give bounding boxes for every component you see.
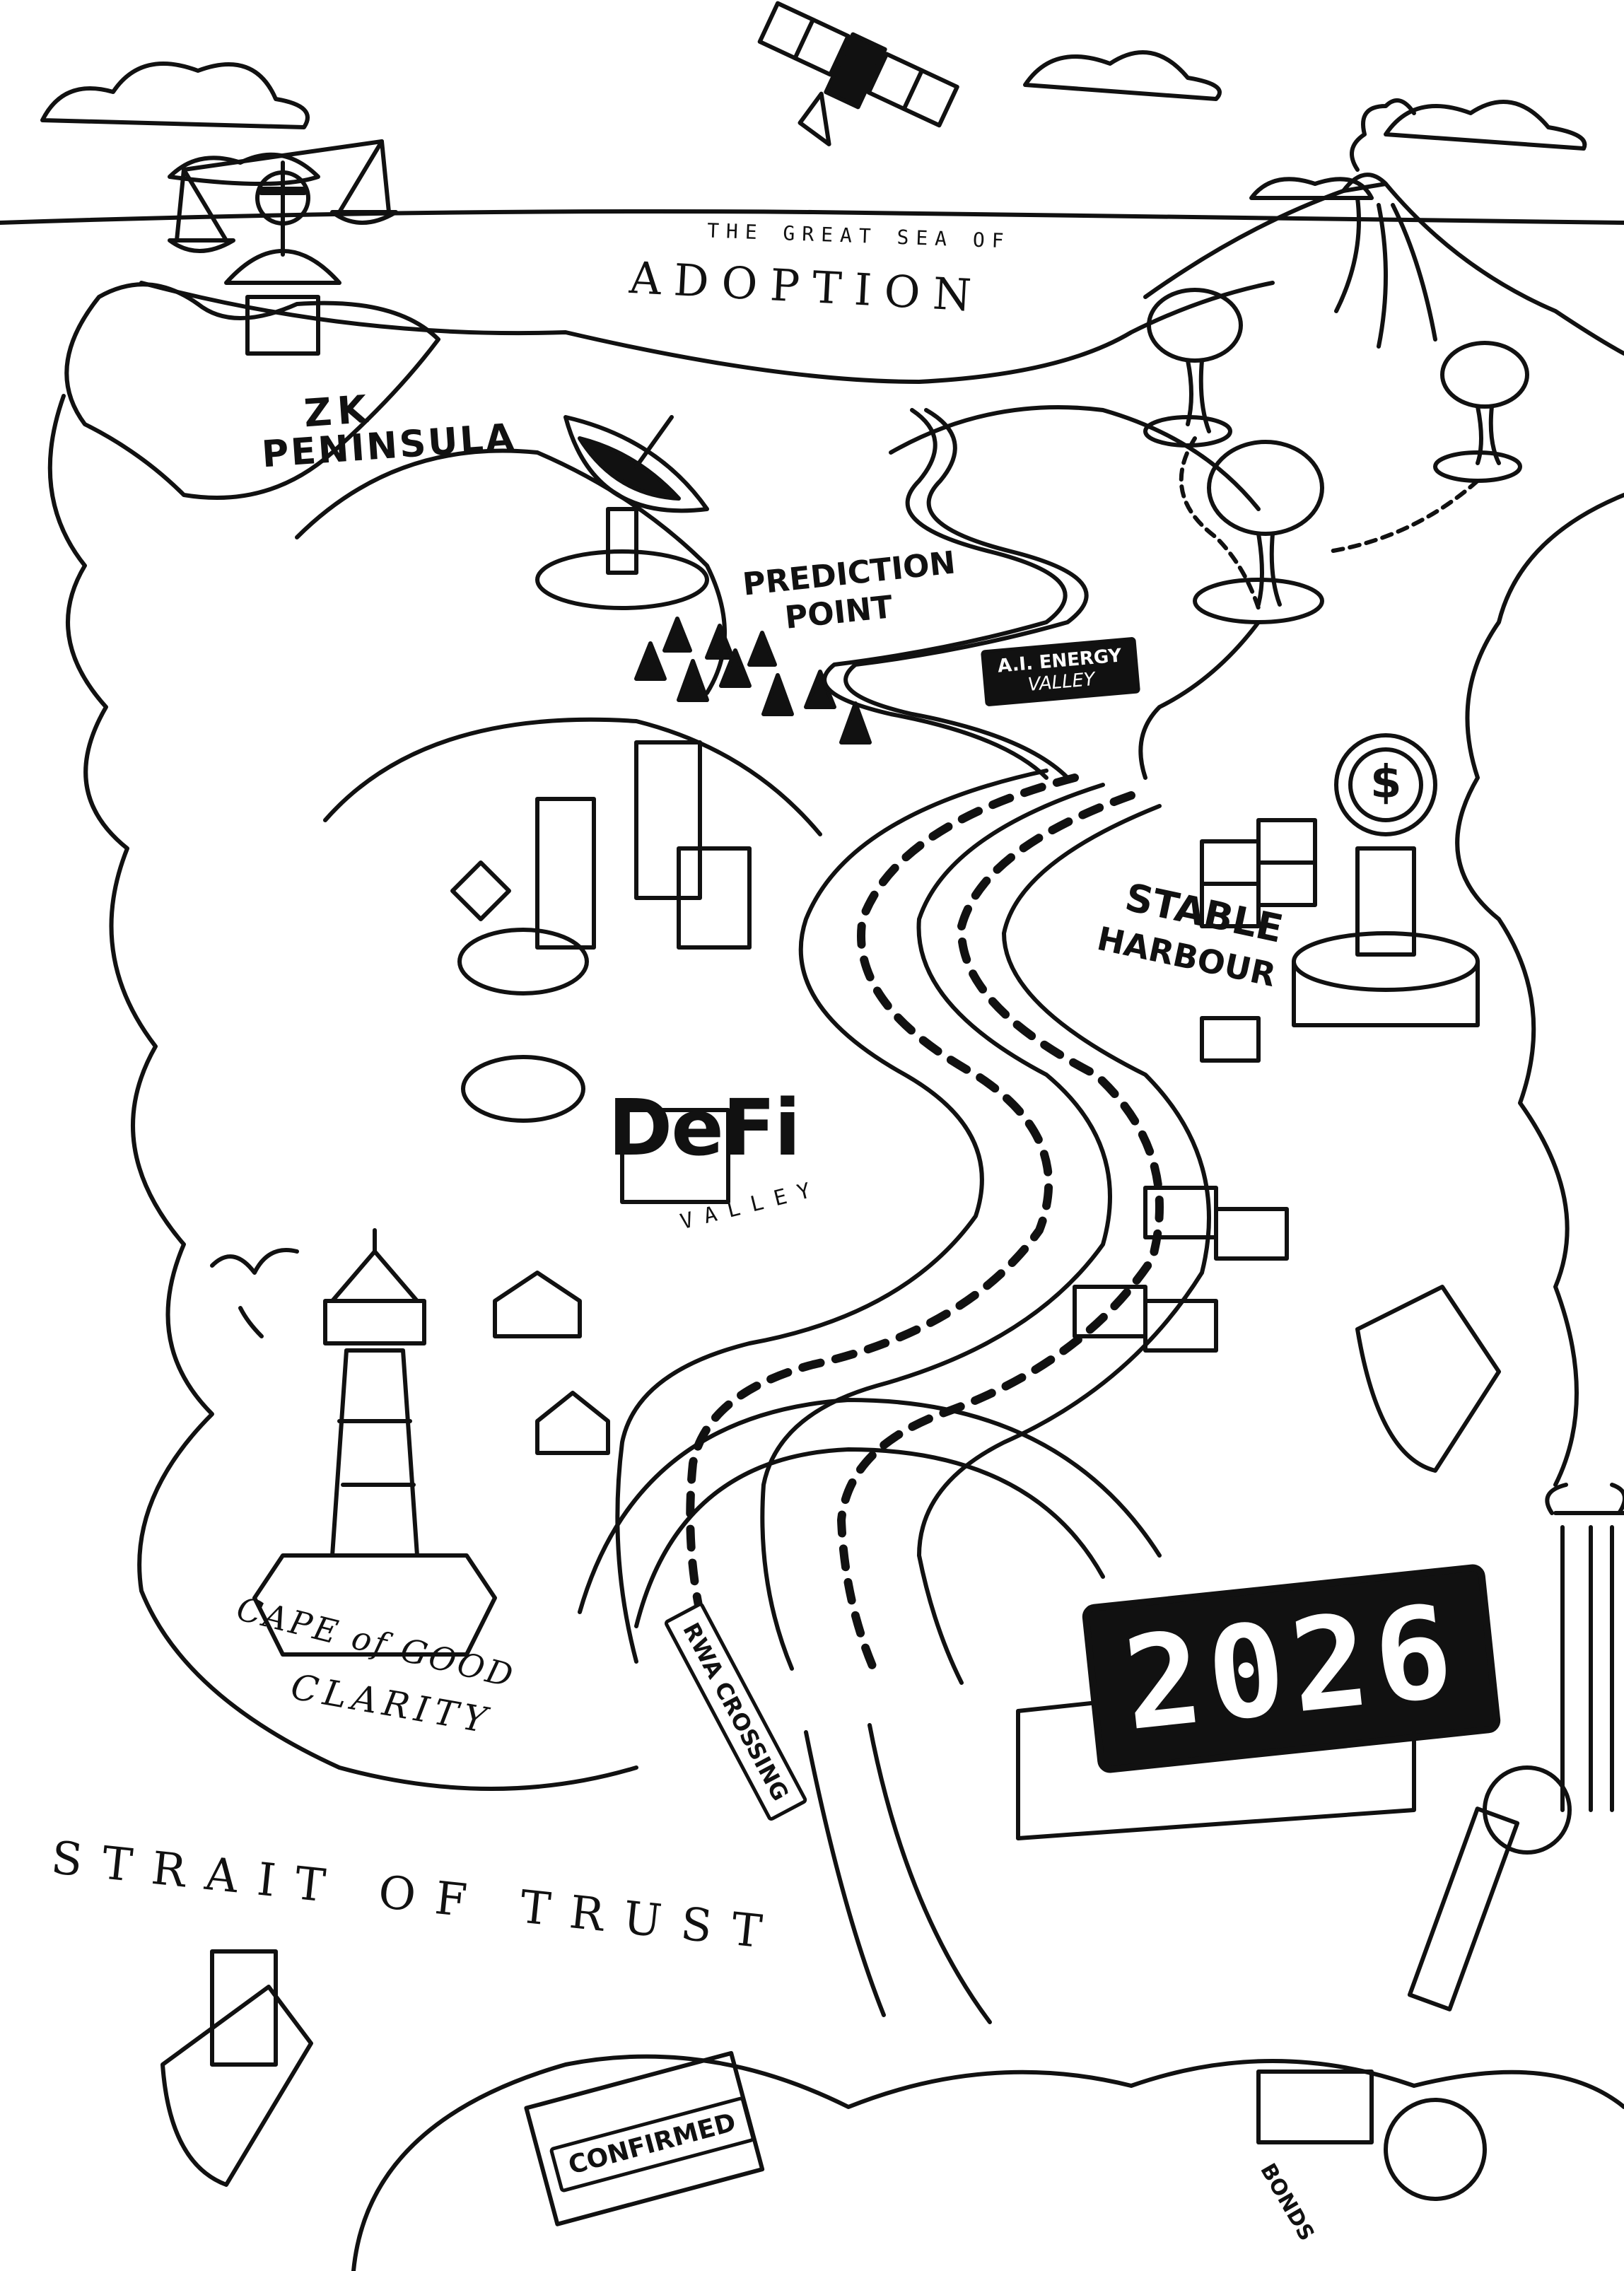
main-highway <box>615 769 1211 1685</box>
clouds <box>40 50 1587 200</box>
container-ship-icon <box>160 1285 1501 2187</box>
seagull-icon <box>210 1248 299 1338</box>
greek-column <box>1545 1483 1624 1812</box>
dollar-coin-icon <box>1292 733 1480 1027</box>
rwa-arch <box>578 1398 1162 2024</box>
houses <box>493 1271 610 1455</box>
zk-peninsula-outline <box>64 282 440 500</box>
radar-dish-icon <box>535 415 709 610</box>
horizon-line <box>0 209 1624 225</box>
scales-of-justice-icon <box>168 139 398 356</box>
dollar-coin-symbol: $ <box>1370 757 1402 809</box>
forest <box>634 617 872 745</box>
satellite-icon <box>757 1 959 146</box>
containers <box>1073 818 1317 1353</box>
eastern-coast <box>1455 493 1624 1487</box>
volcano-icon <box>1143 98 1624 356</box>
upper-river-road <box>822 408 1068 780</box>
bottom-pile <box>351 1765 1624 2271</box>
sea-coast <box>139 281 1275 384</box>
defi-city <box>450 740 752 1204</box>
defi-logo: DeFi <box>608 1082 801 1173</box>
western-coast <box>47 394 638 1791</box>
lighthouse-icon <box>252 1228 497 1657</box>
